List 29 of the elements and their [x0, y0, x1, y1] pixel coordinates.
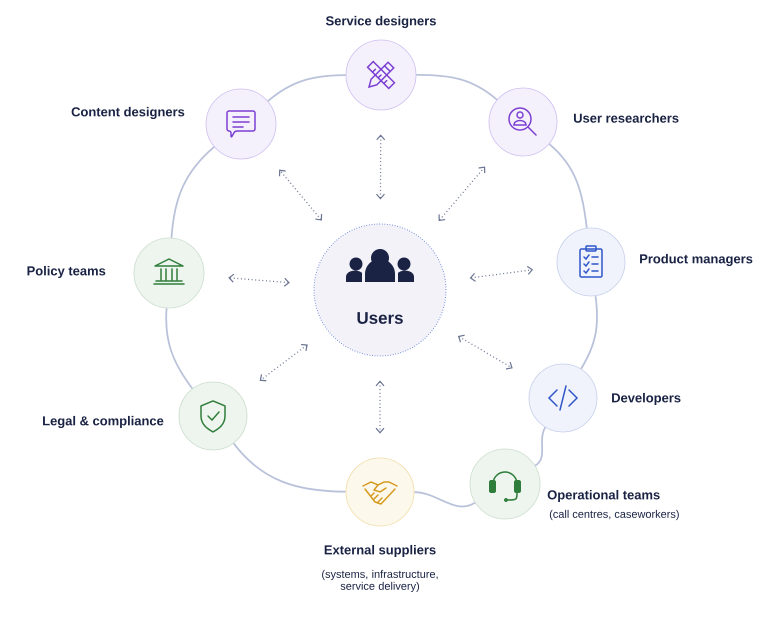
- ring-line: [548, 143, 588, 228]
- ring-line: [233, 442, 346, 493]
- ring-line: [580, 296, 598, 370]
- arrow: [260, 344, 308, 382]
- role-description: (systems, infrastructure, service delivery): [322, 570, 438, 592]
- arrow: [438, 166, 486, 222]
- arrow: [278, 170, 322, 221]
- role-name: Operational teams: [548, 490, 660, 502]
- arrow: [228, 274, 290, 287]
- arrow: [376, 380, 384, 434]
- ring-line: [170, 146, 215, 238]
- role-name: Product managers: [640, 254, 752, 266]
- arrow: [376, 134, 386, 200]
- ring-line: [165, 308, 194, 390]
- ring-line: [416, 74, 498, 100]
- users-label: Users: [357, 312, 403, 324]
- role-name: External suppliers: [324, 544, 436, 558]
- role-description: (call centres, caseworkers): [550, 510, 679, 520]
- arrow: [458, 334, 513, 370]
- role-name: Developers: [612, 392, 680, 406]
- role-name: Content designers: [72, 106, 184, 120]
- ring-line: [414, 491, 476, 508]
- role-name: User researchers: [574, 113, 678, 123]
- arrow: [470, 266, 534, 282]
- role-name: Legal & compliance: [43, 416, 164, 428]
- role-name: Policy teams: [27, 266, 106, 278]
- role-name: Service designers: [326, 16, 436, 28]
- ring-line: [267, 74, 346, 102]
- ring-line: [534, 427, 546, 466]
